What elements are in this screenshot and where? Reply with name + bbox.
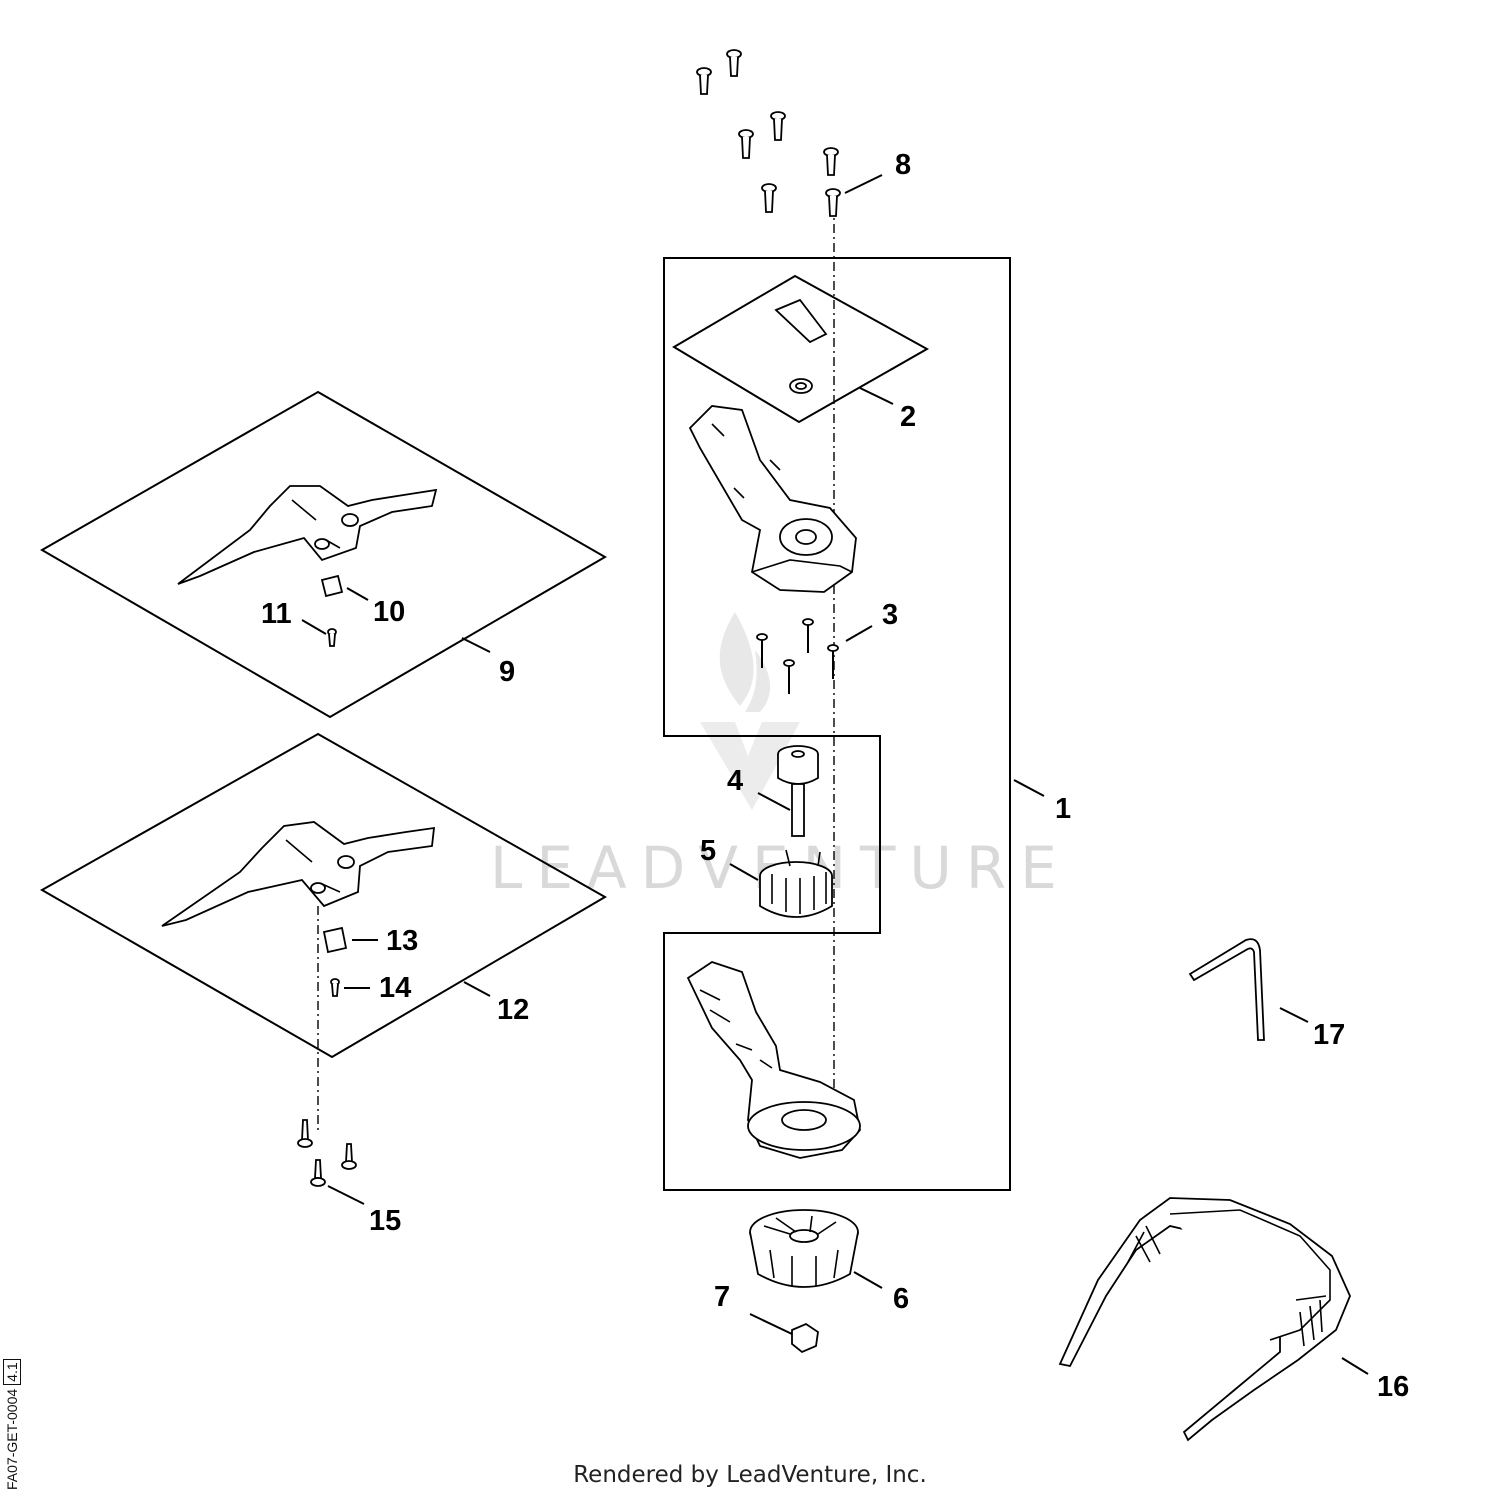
screw-set-3: 3 [756, 599, 898, 694]
lower-housing [686, 961, 861, 1159]
callout-14: 14 [379, 972, 411, 1004]
screw-icon [827, 644, 839, 679]
callout-8: 8 [895, 149, 911, 181]
callout-9: 9 [499, 656, 515, 688]
screw-set-8: 8 [696, 49, 911, 217]
screw-icon [310, 1159, 326, 1187]
footer-credit: Rendered by LeadVenture, Inc. [573, 1462, 927, 1488]
screw-icon [783, 659, 795, 694]
screw-icon [726, 49, 742, 77]
leader-line [463, 981, 491, 997]
leader-line [844, 174, 883, 194]
leader-line [1013, 779, 1045, 797]
clutch-drum-5: 5 [700, 835, 833, 918]
screw-icon [330, 978, 340, 997]
callout-2: 2 [900, 401, 916, 433]
callout-16: 16 [1377, 1371, 1409, 1403]
leader-line [1279, 1007, 1309, 1023]
clip-icon [320, 574, 344, 598]
screw-icon [696, 67, 712, 95]
leader-line [757, 792, 791, 811]
screw-icon [297, 1119, 313, 1148]
hex-wrench-17: 17 [1188, 938, 1345, 1051]
nut-7: 7 [714, 1281, 819, 1354]
throttle-kit-9: 10 11 9 [39, 390, 607, 719]
watermark-flame-icon [719, 612, 771, 712]
leader-line [859, 387, 894, 405]
leader-line [729, 863, 759, 881]
screw-icon [761, 183, 777, 213]
leader-line [853, 1271, 883, 1289]
screw-icon [756, 633, 768, 668]
screw-set-15: 15 [297, 1119, 401, 1237]
kit-outline [663, 257, 1011, 1191]
callout-15: 15 [369, 1205, 401, 1237]
leader-line [461, 637, 491, 653]
callout-3: 3 [882, 599, 898, 631]
upper-housing [688, 405, 857, 593]
throttle-lever-icon [177, 485, 438, 585]
drum-cover-6: 6 [749, 1209, 909, 1315]
cap-icon [774, 298, 828, 344]
screw-icon [770, 111, 786, 141]
screw-icon [738, 129, 754, 159]
callout-13: 13 [386, 925, 418, 957]
callout-7: 7 [714, 1281, 730, 1313]
clip-icon [322, 926, 348, 954]
leader-line [327, 1185, 365, 1205]
spool-shaft-4: 4 [727, 745, 819, 837]
leader-line [845, 625, 873, 642]
callout-11: 11 [261, 598, 292, 630]
leader-line [301, 619, 327, 635]
leader-line [346, 587, 369, 601]
callout-10: 10 [373, 596, 405, 628]
throttle-kit-12: 13 14 12 [39, 732, 608, 1130]
screw-icon [341, 1143, 357, 1170]
callout-1: 1 [1055, 793, 1071, 825]
callout-12: 12 [497, 994, 529, 1026]
throttle-lever-icon [161, 821, 436, 927]
screw-icon [825, 188, 841, 217]
screw-icon [327, 628, 337, 647]
bag-kit-2: 2 [672, 274, 930, 433]
callout-6: 6 [893, 1283, 909, 1315]
safety-glasses-16: 16 [1058, 1197, 1409, 1442]
callout-17: 17 [1313, 1019, 1345, 1051]
callout-5: 5 [700, 835, 716, 867]
callout-4: 4 [727, 765, 743, 797]
screw-icon [823, 147, 839, 176]
watermark-v-icon [700, 722, 800, 810]
leader-line [1341, 1357, 1369, 1375]
document-revision: 4.1 [3, 1359, 21, 1385]
leader-line [749, 1313, 793, 1335]
screw-icon [802, 618, 814, 653]
